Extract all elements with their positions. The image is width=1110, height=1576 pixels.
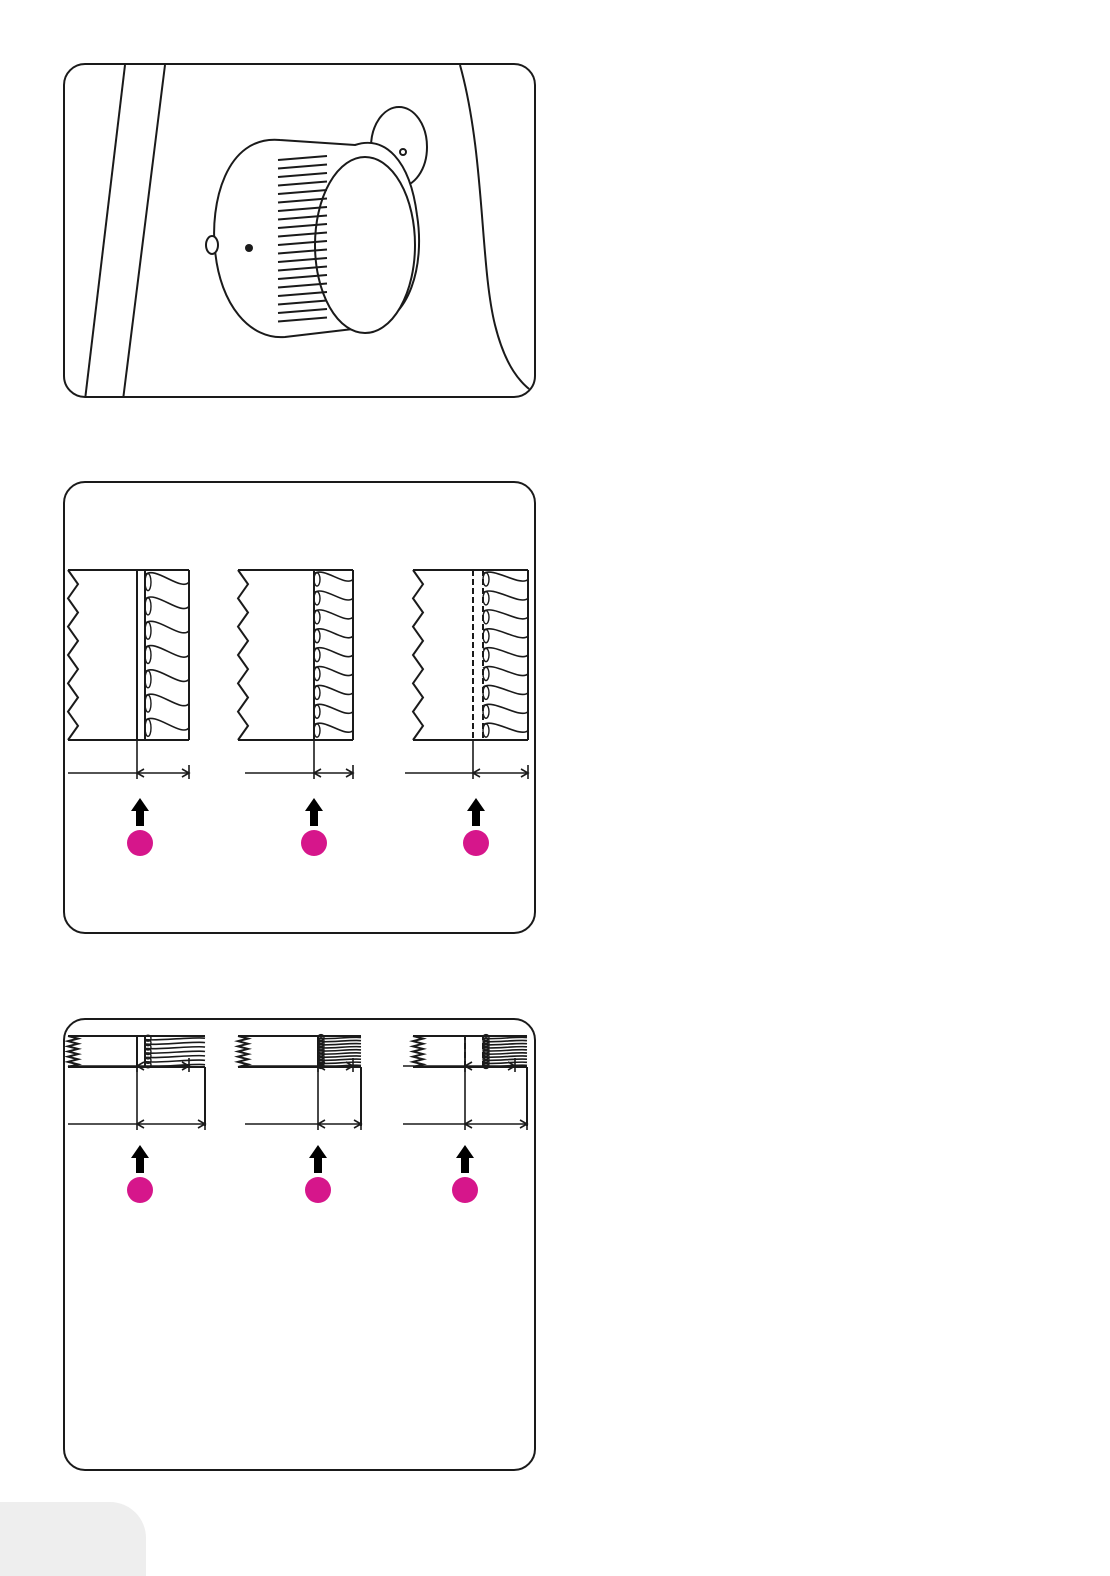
overlock-loop xyxy=(483,648,528,657)
overlock-loop xyxy=(483,572,528,581)
width-dimension xyxy=(245,740,353,779)
three-thread-stitch-panel xyxy=(63,481,536,934)
stitch-example-1 xyxy=(68,570,189,856)
position-marker xyxy=(127,1177,153,1203)
stitch-example-2 xyxy=(238,1035,361,1203)
overlock-loop xyxy=(483,704,528,713)
needle-position-arrow xyxy=(131,798,149,826)
overlock-loop xyxy=(483,723,528,732)
position-marker xyxy=(305,1177,331,1203)
machine-body-right-edge xyxy=(460,65,536,395)
overlock-loop xyxy=(483,610,528,619)
width-dimension xyxy=(405,740,528,779)
loop-eye xyxy=(483,724,489,737)
position-marker xyxy=(452,1177,478,1203)
overlock-loop xyxy=(145,1056,205,1058)
width-dimension xyxy=(68,740,189,779)
needle-position-arrow xyxy=(467,798,485,826)
overlock-loop xyxy=(483,667,528,676)
loop-eye xyxy=(483,705,489,718)
needle-position-arrow xyxy=(456,1145,474,1173)
page-corner-tab xyxy=(0,1502,146,1576)
machine-body-inner-edge xyxy=(123,65,165,398)
indicator-dot xyxy=(245,244,253,252)
width-dimension xyxy=(68,1036,189,1072)
overlock-loop xyxy=(145,1060,205,1062)
peg xyxy=(206,236,218,254)
pinked-fabric-edge xyxy=(68,570,78,740)
needle-position-arrow xyxy=(305,798,323,826)
overlock-loop xyxy=(483,591,528,600)
pinked-fabric-edge xyxy=(68,1036,78,1067)
four-thread-stitch-illustration xyxy=(65,1020,536,1471)
overlock-loop xyxy=(145,1042,205,1044)
stitch-dial-illustration xyxy=(65,65,536,398)
overlock-loop xyxy=(145,1051,205,1053)
position-marker xyxy=(127,830,153,856)
pinked-fabric-edge xyxy=(238,570,248,740)
stitch-example-3 xyxy=(405,570,528,856)
stitch-example-2 xyxy=(238,570,353,856)
overlock-loop xyxy=(483,685,528,694)
three-thread-stitch-illustration xyxy=(65,483,536,934)
pinked-fabric-edge xyxy=(413,1036,423,1067)
pinked-fabric-edge xyxy=(238,1036,248,1067)
width-dimension xyxy=(68,1036,205,1130)
overlock-loop xyxy=(145,1038,205,1040)
stitch-example-1 xyxy=(68,1035,205,1203)
needle-position-arrow xyxy=(309,1145,327,1173)
four-thread-stitch-panel xyxy=(63,1018,536,1471)
knob-face xyxy=(315,157,415,333)
knob-illustration-panel xyxy=(63,63,536,398)
position-marker xyxy=(301,830,327,856)
position-marker xyxy=(463,830,489,856)
overlock-loop xyxy=(483,629,528,638)
machine-body-left-edge xyxy=(85,65,125,398)
stitch-example-3 xyxy=(403,1035,527,1203)
needle-position-arrow xyxy=(131,1145,149,1173)
overlock-loop xyxy=(145,1047,205,1049)
pinked-fabric-edge xyxy=(413,570,423,740)
